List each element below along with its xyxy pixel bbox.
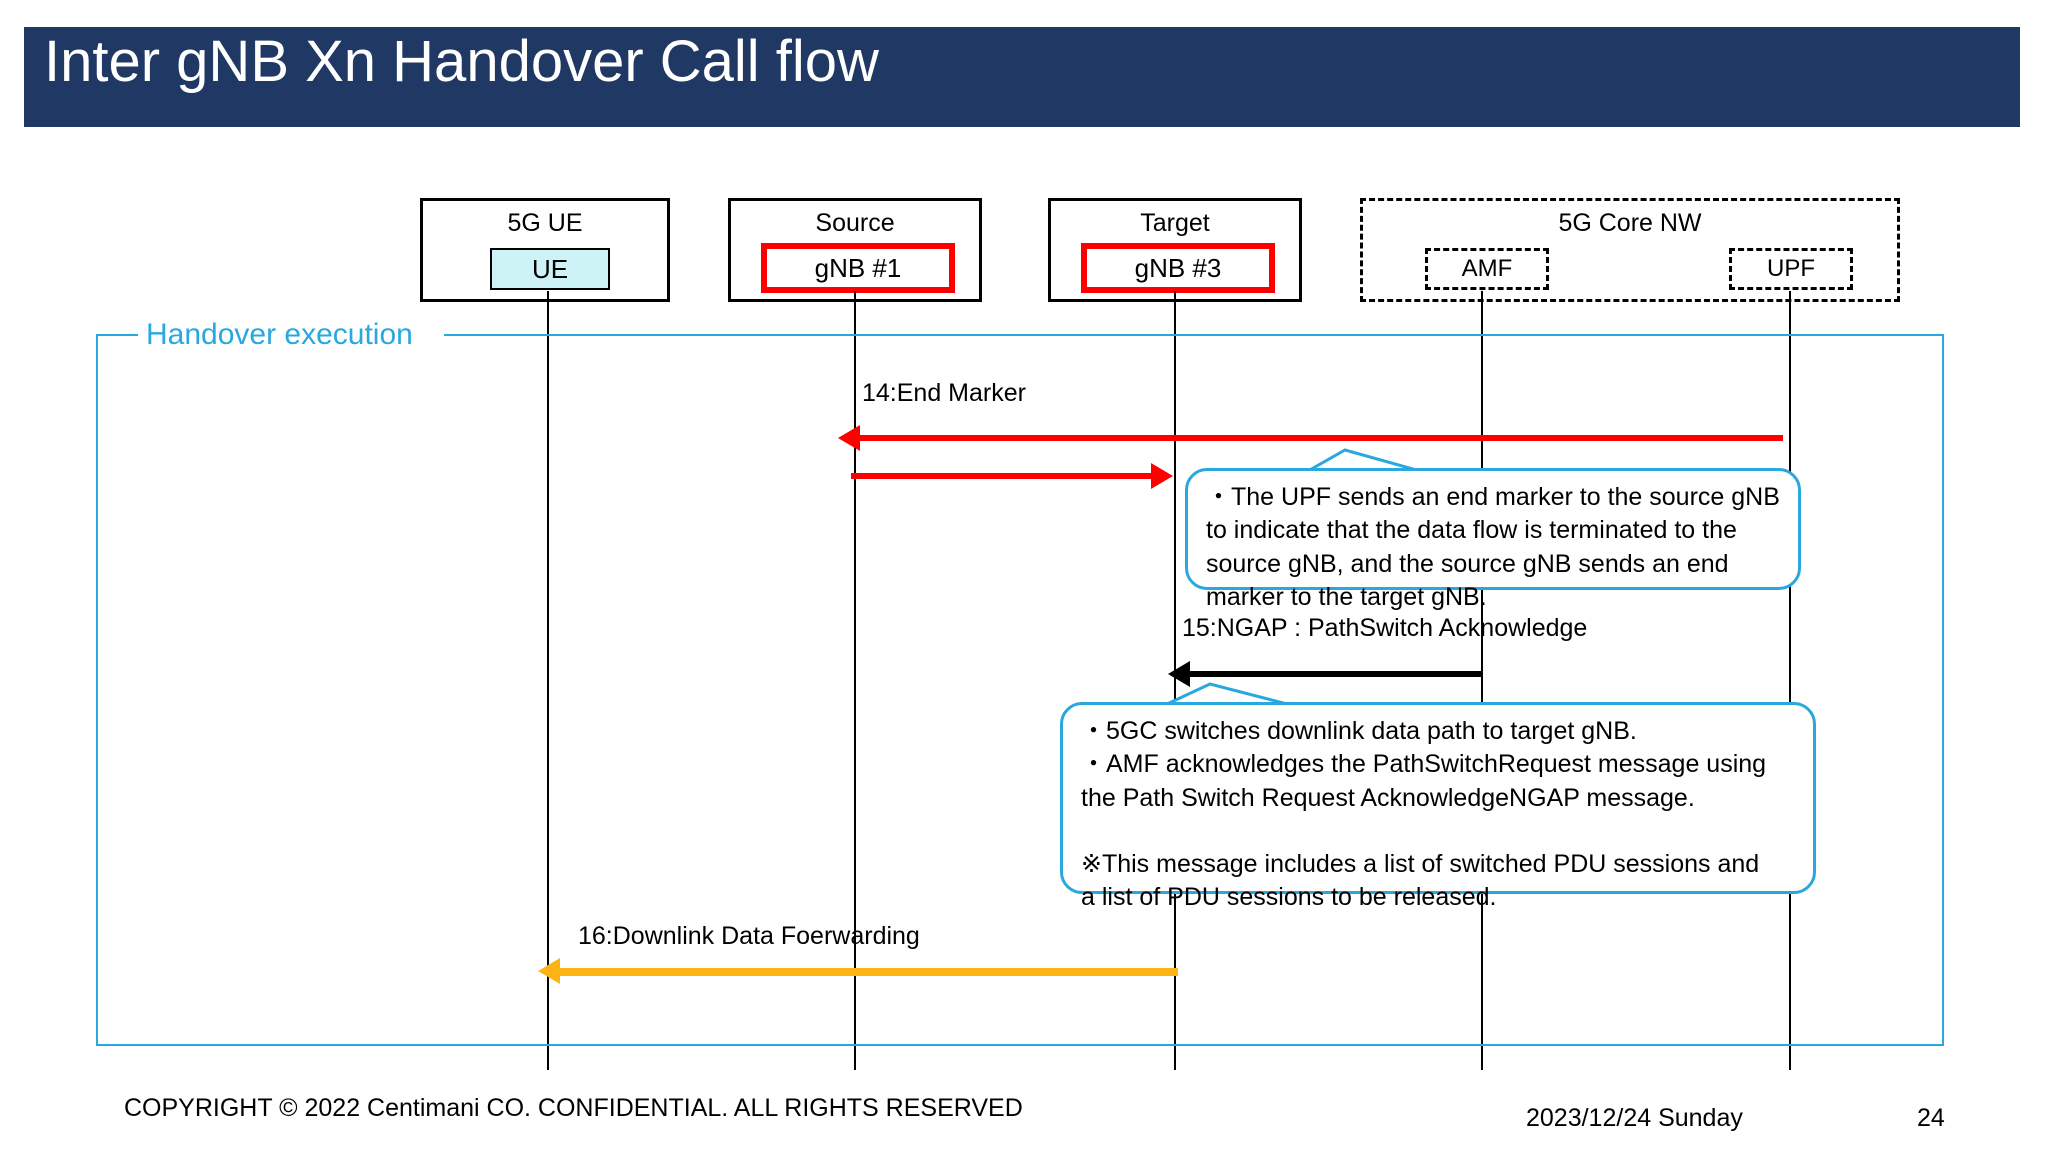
title-banner	[24, 27, 2020, 127]
footer-copyright: COPYRIGHT © 2022 Centimani CO. CONFIDENT…	[124, 1094, 1023, 1122]
message-arrow-15-head	[1168, 661, 1190, 687]
callout-end-marker: ・The UPF sends an end marker to the sour…	[1185, 468, 1801, 611]
phase-frame-top-left-segment	[96, 334, 138, 336]
message-arrow-14b-head	[1151, 463, 1173, 489]
page-title: Inter gNB Xn Handover Call flow	[44, 29, 879, 94]
lifeline-ue	[547, 291, 549, 1070]
participant-header-target: Target	[1140, 209, 1210, 237]
message-label-16: 16:Downlink Data Foerwarding	[578, 922, 920, 950]
participant-inner-source-gnb: gNB #1	[761, 243, 955, 293]
core-network-header: 5G Core NW	[1558, 209, 1702, 237]
message-arrow-14-head	[838, 425, 860, 451]
message-arrow-14-line	[858, 435, 1783, 441]
lifeline-source-gnb	[854, 291, 856, 1070]
lifeline-amf	[1481, 291, 1483, 1070]
participant-box-ue: 5G UE UE	[420, 198, 670, 302]
participant-inner-upf: UPF	[1729, 248, 1853, 290]
participant-inner-amf: AMF	[1425, 248, 1549, 290]
footer-date: 2023/12/24 Sunday	[1526, 1104, 1743, 1132]
phase-frame-handover-execution	[96, 334, 1944, 1046]
participant-inner-target-gnb: gNB #3	[1081, 243, 1275, 293]
callout-path-switch: ・5GC switches downlink data path to targ…	[1060, 702, 1816, 911]
phase-label-handover-execution: Handover execution	[146, 318, 413, 351]
participant-inner-ue: UE	[490, 248, 610, 290]
lifeline-upf	[1789, 291, 1791, 1070]
participant-header-source: Source	[815, 209, 895, 237]
core-network-group: 5G Core NW AMF UPF	[1360, 198, 1900, 302]
participant-box-target-gnb: Target gNB #3	[1048, 198, 1302, 302]
participant-box-source-gnb: Source gNB #1	[728, 198, 982, 302]
message-label-15: 15:NGAP : PathSwitch Acknowledge	[1182, 614, 1588, 642]
message-arrow-16-head	[538, 958, 560, 984]
footer-page-number: 24	[1917, 1104, 1945, 1132]
participant-header-ue: 5G UE	[507, 209, 583, 237]
phase-frame-top-right-segment	[444, 334, 1944, 336]
message-label-14: 14:End Marker	[862, 379, 1026, 407]
message-arrow-16-line	[558, 968, 1178, 976]
message-arrow-15-line	[1188, 671, 1482, 677]
message-arrow-14b-line	[851, 473, 1151, 479]
